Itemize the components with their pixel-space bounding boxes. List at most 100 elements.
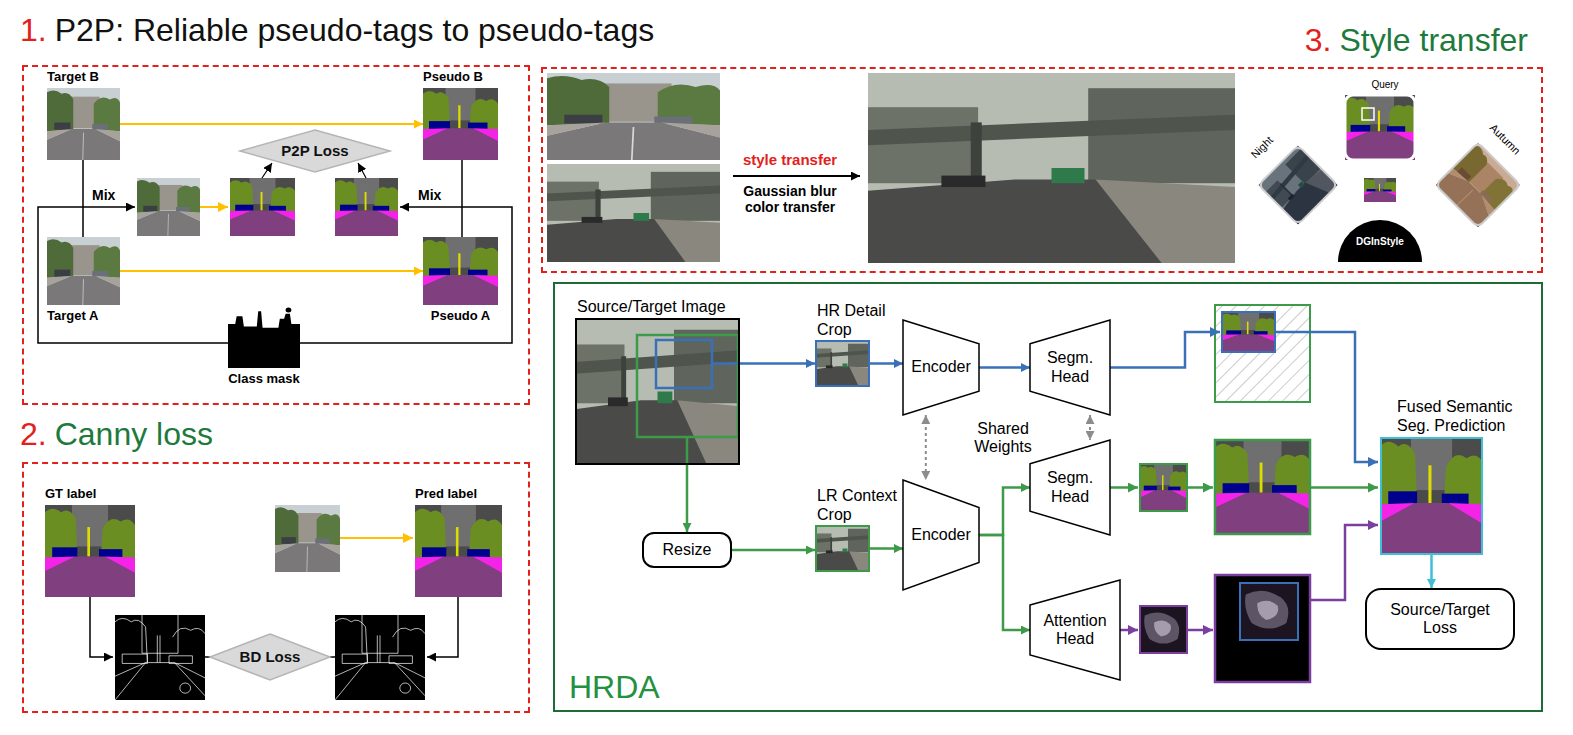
shape-outline bbox=[1030, 580, 1120, 680]
block-label: Segm. Head bbox=[1040, 349, 1100, 386]
segmentation-map bbox=[45, 505, 135, 597]
connector-arrow bbox=[925, 415, 927, 480]
heading-holder: Target A bbox=[47, 309, 98, 324]
loss-arrow bbox=[262, 163, 272, 178]
shape-outline bbox=[903, 480, 979, 590]
attention-map bbox=[1240, 583, 1298, 640]
image-caption: Source/Target Image bbox=[577, 298, 726, 316]
segmentation-map bbox=[423, 237, 498, 305]
heading-holder: Class mask bbox=[228, 372, 300, 387]
mixed-photo bbox=[137, 178, 200, 236]
label-holder: style transfer bbox=[735, 151, 845, 168]
context-crop-frame bbox=[637, 335, 738, 437]
panel-heading: HRDA bbox=[569, 669, 660, 706]
flow-arrow bbox=[1120, 629, 1138, 632]
connector-arrow bbox=[732, 549, 815, 552]
label-holder: Query bbox=[1355, 79, 1415, 91]
panel-heading: 2. bbox=[20, 416, 47, 453]
connector-arrow bbox=[740, 362, 815, 365]
heading-holder: Fused Semantic Seg. Prediction bbox=[1397, 398, 1532, 435]
heading-holder: HRDA bbox=[569, 669, 660, 706]
process-box: Source/Target Loss bbox=[1365, 588, 1515, 650]
segmentation-map bbox=[423, 88, 498, 160]
image-tile: Fused Semantic Seg. Prediction bbox=[1380, 437, 1483, 555]
label-holder: Mix bbox=[92, 187, 132, 203]
flow-arrow bbox=[1110, 486, 1138, 489]
heading-holder: 3.Style transfer bbox=[1305, 22, 1528, 59]
panel-heading: 3. bbox=[1305, 22, 1332, 59]
connector-arrow bbox=[979, 366, 1030, 369]
image-caption: Pseudo B bbox=[423, 70, 483, 85]
image-caption: GT label bbox=[45, 487, 96, 502]
encoder-block: Encoder bbox=[903, 320, 979, 415]
method-label: style transfer bbox=[735, 151, 845, 168]
detail-crop-frame bbox=[656, 340, 712, 388]
tile-frame bbox=[1345, 95, 1415, 160]
heading-holder: LR Context Crop bbox=[817, 487, 917, 524]
panel-heading: 1. bbox=[20, 12, 47, 49]
heading-holder: 1.P2P: Reliable pseudo-tags to pseudo-ta… bbox=[20, 12, 654, 49]
tile-frame bbox=[1258, 145, 1337, 224]
street-photo bbox=[275, 505, 340, 572]
connector-arrow bbox=[979, 535, 1030, 630]
loss-label: BD Loss bbox=[240, 648, 301, 665]
mix-arrow bbox=[300, 207, 512, 343]
image-caption: Fused Semantic Seg. Prediction bbox=[1397, 398, 1532, 435]
logo-text: DGInStyle bbox=[1345, 236, 1415, 248]
game-photo bbox=[547, 164, 720, 262]
shape-outline bbox=[903, 320, 979, 415]
connector-arrow bbox=[1430, 555, 1433, 588]
flow-arrow bbox=[1310, 525, 1378, 600]
image-caption: Pseudo A bbox=[431, 309, 490, 324]
class-mask bbox=[228, 305, 300, 368]
dashed-panel: 1.P2P: Reliable pseudo-tags to pseudo-ta… bbox=[22, 65, 530, 405]
detail-prediction bbox=[1222, 312, 1275, 352]
mix-label: Mix bbox=[418, 187, 458, 203]
predict-arrow bbox=[200, 206, 228, 208]
night-tile bbox=[1258, 145, 1337, 224]
label-holder: Night bbox=[1244, 129, 1280, 165]
label-holder: Autumn bbox=[1484, 118, 1527, 161]
canny-edge-map bbox=[335, 615, 425, 700]
block-label: Segm. Head bbox=[1040, 469, 1100, 506]
loss-diamond: P2P Loss bbox=[240, 130, 390, 172]
canny-arrow bbox=[427, 597, 458, 657]
image-caption: HR Detail Crop bbox=[817, 302, 917, 339]
image-tile: GT label bbox=[45, 505, 135, 597]
segmentation-map bbox=[335, 178, 398, 236]
small-tile bbox=[1364, 178, 1396, 202]
query-tile bbox=[1345, 95, 1415, 160]
flow-arrow bbox=[1187, 486, 1213, 489]
shape-outline bbox=[1030, 440, 1110, 535]
box-label: Source/Target Loss bbox=[1380, 601, 1500, 638]
head-block: Segm. Head bbox=[1030, 320, 1110, 415]
label-holder: DGInStyle bbox=[1345, 236, 1415, 248]
shared-weights-label: Shared Weights bbox=[968, 420, 1038, 457]
method-label: Gaussian blur color transfer bbox=[735, 183, 845, 215]
connector-arrow bbox=[979, 488, 1030, 536]
box-label: Resize bbox=[663, 541, 712, 559]
dashed-panel: 2.Canny lossGT labelPred labelBD Loss bbox=[22, 462, 530, 713]
query-marker bbox=[1362, 108, 1374, 120]
segmentation-map bbox=[415, 505, 502, 597]
shape-outline bbox=[240, 130, 390, 172]
connector-arrow bbox=[686, 465, 689, 532]
mix-label: Mix bbox=[92, 187, 132, 203]
night-photo bbox=[1258, 145, 1337, 224]
night-tint bbox=[1258, 145, 1337, 224]
image-tile: Class mask bbox=[228, 305, 300, 368]
heading-holder: Target B bbox=[47, 70, 99, 85]
attention-frame bbox=[1140, 606, 1187, 653]
image-caption: Target B bbox=[47, 70, 99, 85]
panel-heading: Style transfer bbox=[1339, 22, 1528, 59]
label-holder: Gaussian blur color transfer bbox=[735, 183, 845, 215]
image-caption: Target A bbox=[47, 309, 98, 324]
crop-line bbox=[686, 437, 689, 465]
mix-arrow bbox=[38, 207, 228, 343]
image-tile: Pseudo B bbox=[423, 88, 498, 160]
shape-outline bbox=[210, 634, 330, 680]
panel-heading: Canny loss bbox=[55, 416, 213, 453]
attention-frame bbox=[1240, 583, 1298, 640]
query-label: Query bbox=[1355, 79, 1415, 91]
